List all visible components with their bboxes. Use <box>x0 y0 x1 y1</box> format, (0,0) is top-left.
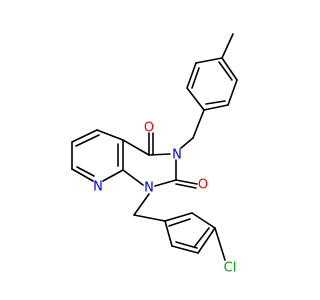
bond-ch2-aryl2 <box>133 214 166 222</box>
bond-c4a-c5 <box>96 129 124 141</box>
bond-tol-methyl <box>221 33 234 59</box>
bond-n1-c8a <box>122 169 144 186</box>
bond-tol-3-double <box>191 67 200 89</box>
nitrogen-atom-label-n3: N <box>172 148 182 163</box>
bond-c5-c6 <box>71 129 98 143</box>
nitrogen-atom-label-n8: N <box>93 180 103 195</box>
bond-c4-n3 <box>148 153 171 156</box>
bond-c7-n8 <box>71 168 94 182</box>
bond-c5-c6-double <box>75 134 100 147</box>
oxygen-atom-label-top: O <box>144 121 154 136</box>
bond-c4a-c4 <box>122 139 150 156</box>
molecule-canvas: O O N N N Cl <box>71 33 238 276</box>
bond-cp-3-double <box>175 241 198 249</box>
bond-c2-o-double <box>175 183 197 189</box>
bond-c7-n8-double <box>76 166 95 177</box>
bond-c2-n1 <box>154 179 177 187</box>
oxygen-atom-label-right: O <box>198 178 208 193</box>
bond-cp-4 <box>191 212 216 229</box>
bond-n8-c8a <box>102 169 124 182</box>
bonds-layer <box>71 33 238 261</box>
bond-ch2-aryl <box>192 109 205 139</box>
atom-labels-layer: O O N N N Cl <box>93 121 236 276</box>
molecule-structure-diagram: O O N N N Cl <box>71 33 238 276</box>
bond-cp-5 <box>197 227 216 254</box>
bond-cp-cl <box>214 227 226 261</box>
bond-tol-6-double <box>218 61 233 81</box>
bond-tol-6 <box>221 57 238 81</box>
bond-cp-1 <box>164 220 173 247</box>
bond-n1-ch2 <box>133 193 150 216</box>
nitrogen-atom-label-n1: N <box>144 181 154 196</box>
bond-cp-3 <box>171 245 199 254</box>
bond-tol-1 <box>186 87 205 111</box>
bond-n3-ch2 <box>180 137 194 149</box>
bond-tol-2 <box>203 104 229 111</box>
bond-tol-3 <box>186 62 197 89</box>
bond-tol-2-double <box>205 100 226 105</box>
chlorine-atom-label: Cl <box>224 261 237 276</box>
bond-c2-o <box>175 179 198 185</box>
bond-cp-2 <box>164 212 193 222</box>
bond-cp-5-double <box>194 227 210 247</box>
bond-tol-5 <box>195 57 223 64</box>
bond-tol-4 <box>227 79 238 106</box>
bond-cp-2-double <box>168 218 191 227</box>
